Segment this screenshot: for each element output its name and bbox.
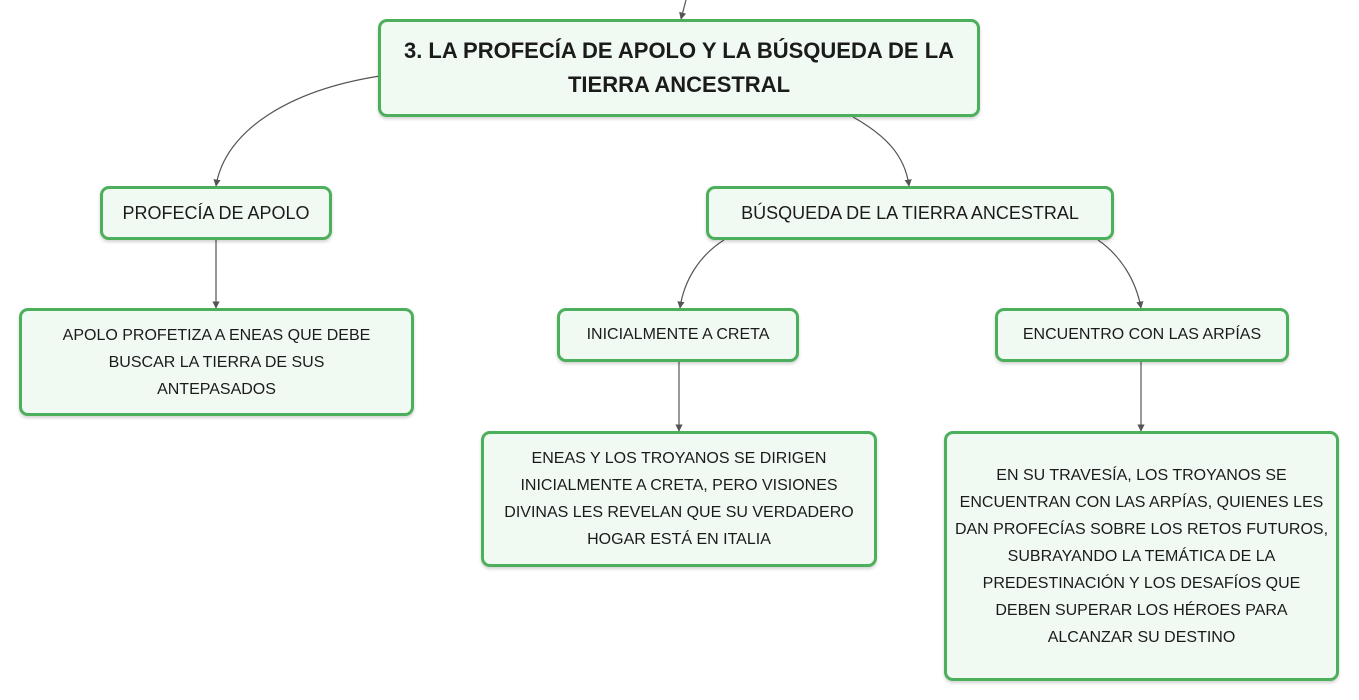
connector-busqueda-to-arpias (1097, 239, 1144, 309)
topic-node-busqueda[interactable]: BÚSQUEDA DE LA TIERRA ANCESTRAL (706, 186, 1114, 240)
connector-root-to-busqueda (852, 116, 912, 187)
connector-busqueda-to-creta (677, 239, 725, 309)
root-node[interactable]: 3. LA PROFECÍA DE APOLO Y LA BÚSQUEDA DE… (378, 19, 980, 117)
detail-node-creta[interactable]: ENEAS Y LOS TROYANOS SE DIRIGEN INICIALM… (481, 431, 877, 567)
connector-root-to-profecia (213, 75, 381, 187)
topic-node-busqueda-label: BÚSQUEDA DE LA TIERRA ANCESTRAL (741, 202, 1079, 223)
root-node-label: 3. LA PROFECÍA DE APOLO Y LA BÚSQUEDA DE… (403, 38, 955, 97)
subtopic-node-creta[interactable]: INICIALMENTE A CRETA (557, 308, 799, 362)
subtopic-node-arpias[interactable]: ENCUENTRO CON LAS ARPÍAS (995, 308, 1289, 362)
detail-node-profecia-text: APOLO PROFETIZA A ENEAS QUE DEBE BUSCAR … (62, 326, 371, 398)
detail-node-arpias[interactable]: EN SU TRAVESÍA, LOS TROYANOS SE ENCUENTR… (944, 431, 1339, 681)
topic-node-profecia[interactable]: PROFECÍA DE APOLO (100, 186, 332, 240)
subtopic-node-arpias-label: ENCUENTRO CON LAS ARPÍAS (1022, 326, 1262, 343)
subtopic-node-creta-label: INICIALMENTE A CRETA (586, 326, 770, 343)
connector-parent-to-root (679, 0, 687, 20)
detail-node-profecia[interactable]: APOLO PROFETIZA A ENEAS QUE DEBE BUSCAR … (19, 308, 414, 416)
topic-node-profecia-label: PROFECÍA DE APOLO (122, 202, 310, 223)
detail-node-creta-text: ENEAS Y LOS TROYANOS SE DIRIGEN INICIALM… (504, 450, 854, 548)
detail-node-arpias-text: EN SU TRAVESÍA, LOS TROYANOS SE ENCUENTR… (954, 466, 1329, 646)
